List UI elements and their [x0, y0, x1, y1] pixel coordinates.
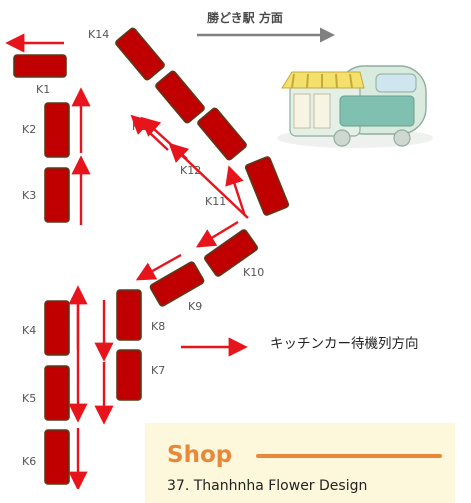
truck-slot-shape[interactable]	[115, 27, 166, 81]
truck-slot-k2[interactable]: K2	[22, 102, 70, 158]
flow-arrow-k9	[135, 253, 182, 281]
truck-slot-label: K14	[88, 28, 109, 41]
shop-title: Shop	[167, 442, 233, 468]
truck-slots: K1K2K3K4K5K6K7K8K9K10K11K12K13K14	[13, 27, 290, 485]
truck-slot-shape[interactable]	[116, 289, 142, 341]
truck-slot-label: K2	[22, 123, 36, 136]
truck-slot-label: K4	[22, 324, 36, 337]
truck-slot-shape[interactable]	[44, 300, 70, 356]
truck-slot-shape[interactable]	[13, 54, 67, 78]
flow-arrow-k11	[168, 142, 249, 219]
truck-slot-shape[interactable]	[116, 349, 142, 401]
flow-arrow-k11b	[225, 165, 247, 217]
truck-slot-k14[interactable]: K14	[88, 27, 165, 81]
flow-arrow-k10	[195, 220, 239, 248]
truck-slot-shape[interactable]	[44, 167, 70, 223]
truck-slot-k1[interactable]: K1	[13, 54, 67, 96]
truck-slot-label: K6	[22, 455, 36, 468]
shop-entry[interactable]: 37. Thanhnha Flower Design	[167, 478, 368, 494]
truck-slot-shape[interactable]	[197, 107, 248, 161]
truck-slot-label: K10	[243, 266, 264, 279]
station-direction-label: 勝どき駅 方面	[207, 10, 283, 25]
truck-slot-k9[interactable]: K9	[149, 261, 205, 313]
truck-slot-k13[interactable]: K13	[132, 70, 205, 133]
truck-slot-k7[interactable]: K7	[116, 349, 165, 401]
truck-slot-shape[interactable]	[204, 229, 259, 277]
shop-card: Shop 37. Thanhnha Flower Design	[145, 423, 455, 503]
truck-slot-label: K1	[36, 83, 50, 96]
truck-slot-k11[interactable]: K11	[205, 156, 290, 216]
truck-slot-shape[interactable]	[44, 429, 70, 485]
truck-slot-shape[interactable]	[44, 365, 70, 421]
truck-slot-k10[interactable]: K10	[204, 229, 265, 279]
truck-slot-label: K11	[205, 195, 226, 208]
queue-direction-label: キッチンカー待機列方向	[270, 336, 419, 352]
truck-slot-label: K7	[151, 364, 165, 377]
truck-slot-label: K3	[22, 189, 36, 202]
truck-slot-label: K5	[22, 392, 36, 405]
truck-slot-k4[interactable]: K4	[22, 300, 70, 356]
truck-slot-shape[interactable]	[149, 261, 205, 307]
truck-slot-shape[interactable]	[244, 156, 290, 216]
truck-slot-label: K8	[151, 320, 165, 333]
food-truck-illustration	[277, 65, 433, 148]
truck-slot-shape[interactable]	[155, 70, 206, 124]
truck-slot-k8[interactable]: K8	[116, 289, 165, 341]
truck-slot-k6[interactable]: K6	[22, 429, 70, 485]
truck-slot-shape[interactable]	[44, 102, 70, 158]
shop-title-underline	[256, 454, 442, 458]
flow-arrows	[5, 33, 249, 489]
food-truck-layout-map: 勝どき駅 方面 K1K2K3K4K5K6K7K8K9K10K11K12K13K1…	[5, 10, 433, 489]
truck-slot-k5[interactable]: K5	[22, 365, 70, 421]
truck-slot-label: K9	[188, 300, 202, 313]
truck-slot-k3[interactable]: K3	[22, 167, 70, 223]
